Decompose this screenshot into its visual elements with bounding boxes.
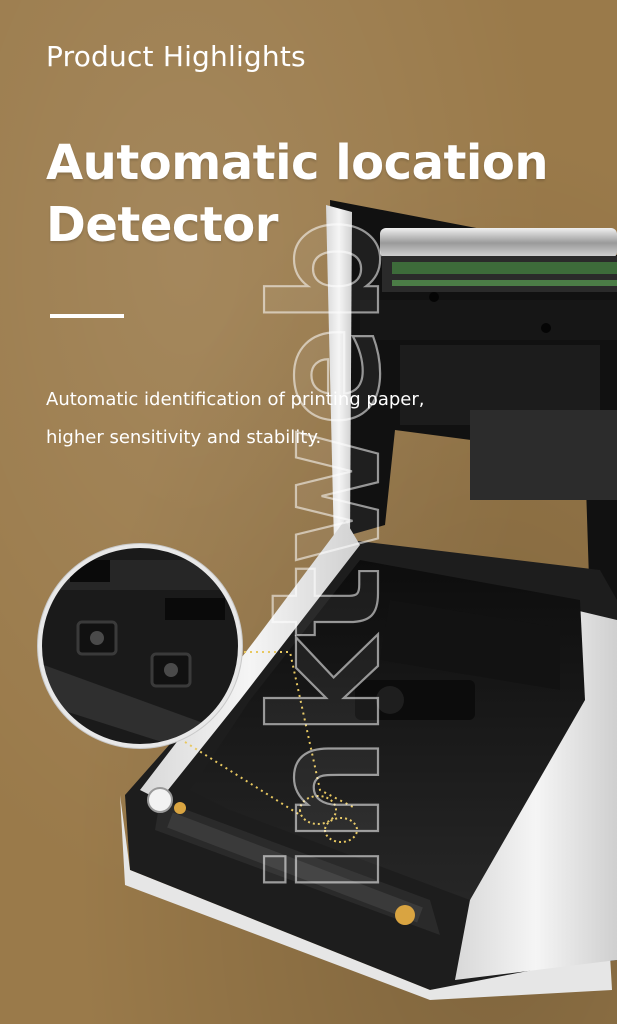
description-line-1: Automatic identification of printing pap… (46, 389, 425, 410)
headline-line-2: Detector (46, 197, 278, 253)
printer-base (120, 520, 617, 1000)
headline-divider (50, 314, 124, 318)
feature-headline: Automatic location Detector (46, 132, 549, 256)
section-eyebrow: Product Highlights (46, 40, 306, 73)
callout-lines (184, 651, 356, 816)
headline-line-1: Automatic location (46, 135, 549, 191)
description-line-2: higher sensitivity and stability. (46, 427, 322, 448)
feature-description: Automatic identification of printing pap… (46, 381, 426, 457)
printer-lid (326, 200, 617, 640)
